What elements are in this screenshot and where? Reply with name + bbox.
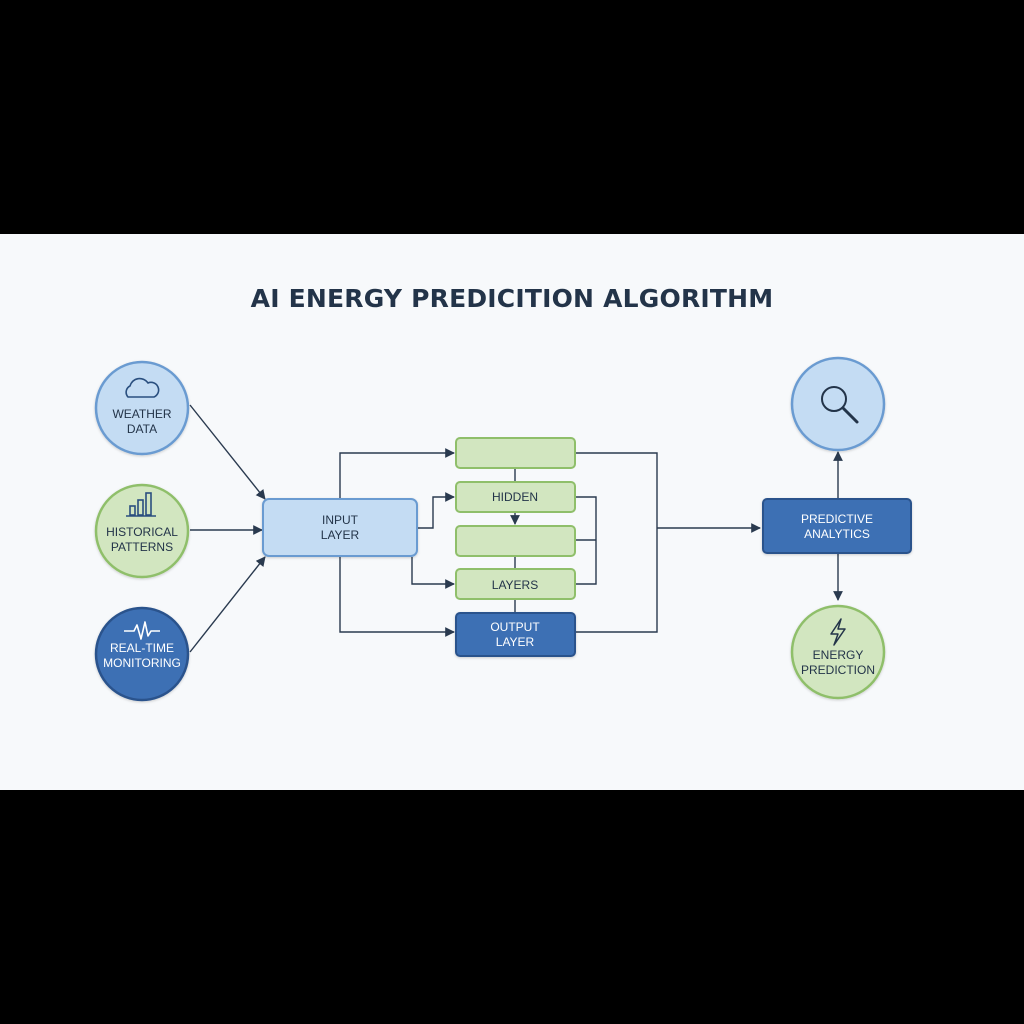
letterbox-bottom [0, 790, 1024, 1024]
hidden-layer-3 [455, 525, 576, 557]
weather-label-line2: DATA [127, 422, 157, 436]
energy-circle [790, 604, 886, 700]
weather-label-line1: WEATHER [112, 407, 171, 421]
arrow-input-to-hidden-top [339, 448, 455, 499]
hidden-layers-stack: HIDDEN LAYERS [455, 437, 576, 600]
arrow-input-to-output [339, 557, 455, 637]
realtime-circle [94, 606, 190, 702]
lightning-icon [830, 618, 846, 646]
output-search [790, 356, 886, 452]
realtime-label-line2: MONITORING [103, 656, 181, 670]
analytics-line1: PREDICTIVE [801, 512, 873, 526]
input-layer-line2: LAYER [321, 528, 360, 542]
layers-label: LAYERS [492, 578, 538, 592]
search-circle [790, 356, 886, 452]
output-layer-line1: OUTPUT [490, 620, 540, 634]
input-layer-box: INPUT LAYER [262, 498, 418, 557]
output-layer-box: OUTPUT LAYER [455, 612, 576, 657]
hidden-layer-4: LAYERS [455, 568, 576, 600]
hidden-label: HIDDEN [492, 490, 538, 504]
energy-label-line2: PREDICTION [801, 663, 875, 677]
realtime-label-line1: REAL-TIME [110, 641, 174, 655]
arrow-input-to-hidden [417, 492, 455, 529]
arrow-weather-to-input [189, 404, 266, 500]
arrow-input-to-layers [411, 557, 455, 589]
pulse-icon [124, 621, 160, 640]
magnifier-icon [821, 386, 859, 424]
weather-circle [94, 360, 190, 456]
output-layer-line2: LAYER [496, 635, 535, 649]
diagram-title: AI ENERGY PREDICITION ALGORITHM [250, 284, 774, 313]
historical-circle [94, 483, 190, 579]
predictive-analytics-box: PREDICTIVE ANALYTICS [762, 498, 912, 554]
arrow-realtime-to-input [189, 556, 266, 653]
historical-label-line2: PATTERNS [111, 540, 173, 554]
bus-top-to-right [576, 452, 658, 633]
hidden-layer-2: HIDDEN [455, 481, 576, 513]
connectors [189, 404, 843, 653]
energy-label-line1: ENERGY [813, 648, 864, 662]
output-energy-prediction: ENERGY PREDICTION [790, 604, 886, 700]
cloud-icon [125, 377, 160, 398]
bar-chart-icon [126, 492, 156, 517]
input-realtime-monitoring: REAL-TIME MONITORING [94, 606, 190, 702]
input-historical-patterns: HISTORICAL PATTERNS [94, 483, 190, 579]
input-layer-line1: INPUT [322, 513, 359, 527]
letterbox-top [0, 0, 1024, 234]
hidden-layer-1 [455, 437, 576, 469]
analytics-line2: ANALYTICS [804, 527, 870, 541]
historical-label-line1: HISTORICAL [106, 525, 178, 539]
input-weather-data: WEATHER DATA [94, 360, 190, 456]
